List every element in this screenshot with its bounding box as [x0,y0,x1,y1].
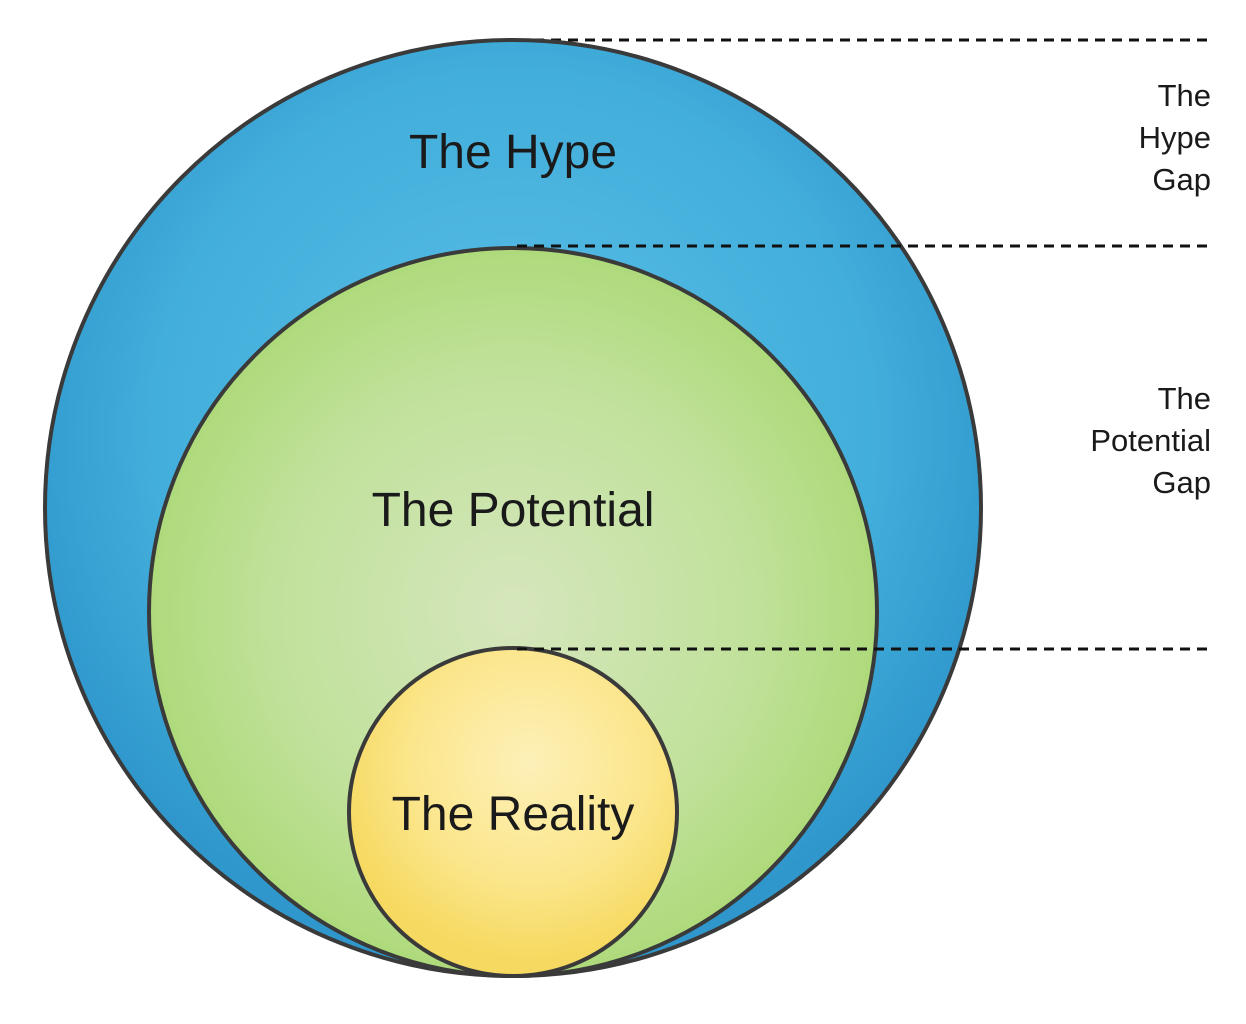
potential-gap-label: The Potential Gap [1090,381,1211,500]
reality-circle [347,646,679,978]
potential-gap-line-3: Gap [1152,465,1211,500]
hype-gap-line-3: Gap [1152,162,1211,197]
potential-label: The Potential [372,484,655,537]
potential-gap-line-2: Potential [1090,423,1211,458]
potential-gap-line-1: The [1158,381,1211,416]
hype-label: The Hype [409,126,617,179]
hype-gap-line-2: Hype [1139,120,1211,155]
hype-gap-line-1: The [1158,78,1211,113]
reality-label: The Reality [392,788,635,841]
hype-gap-label: The Hype Gap [1139,78,1211,197]
